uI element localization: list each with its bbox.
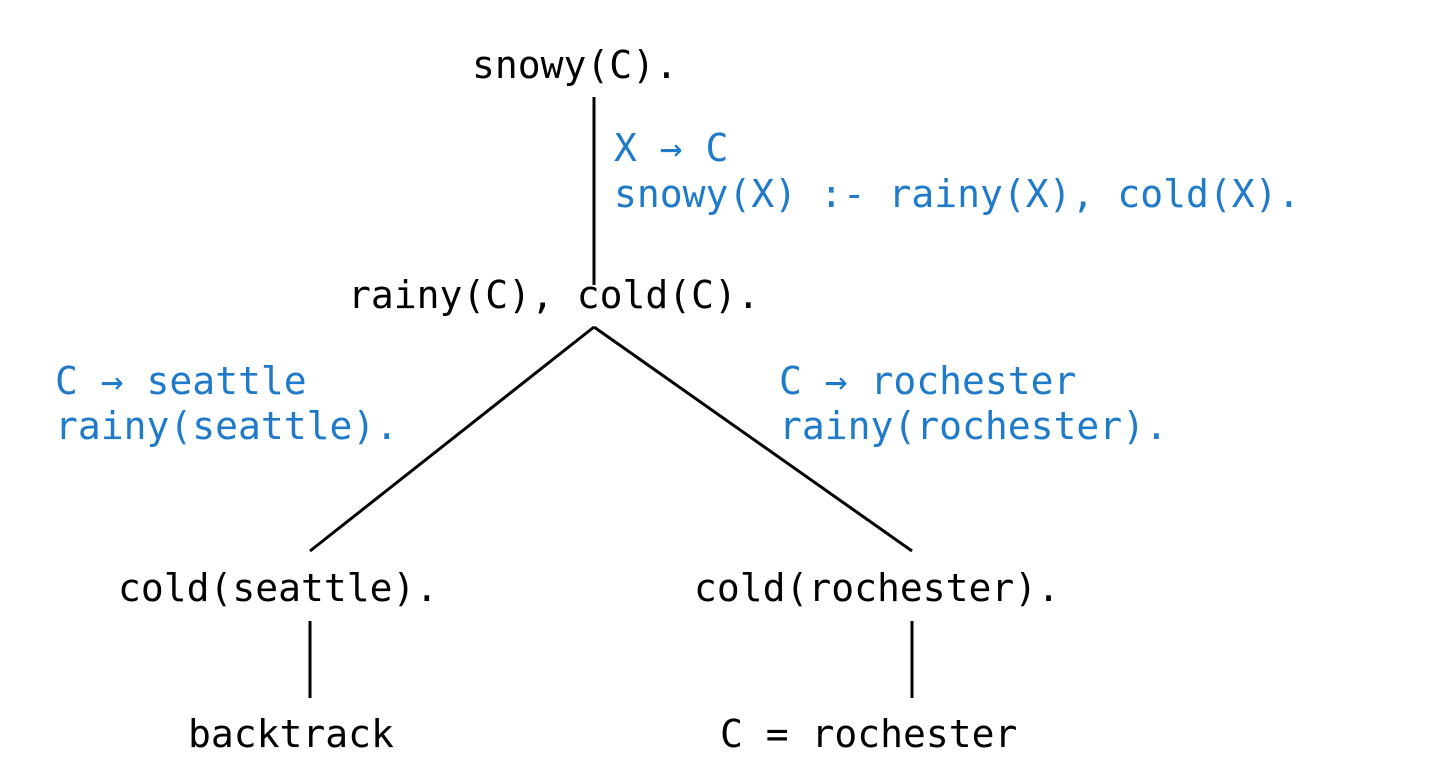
result-answer: C = rochester	[720, 712, 1017, 756]
result-backtrack: backtrack	[188, 712, 394, 756]
rule-right-clause: rainy(rochester).	[779, 404, 1168, 448]
node-root: snowy(C).	[472, 43, 678, 87]
rule-root-binding: X → C	[614, 126, 728, 170]
rule-left-clause: rainy(seattle).	[55, 404, 398, 448]
rule-right-binding: C → rochester	[779, 359, 1076, 403]
rule-left-binding: C → seattle	[55, 359, 307, 403]
node-left: cold(seattle).	[118, 566, 438, 610]
edge-middle-to-left	[309, 325, 595, 553]
node-middle: rainy(C), cold(C).	[348, 273, 760, 317]
node-right: cold(rochester).	[694, 566, 1060, 610]
edge-middle-to-right	[593, 325, 913, 553]
rule-root-clause: snowy(X) :- rainy(X), cold(X).	[614, 172, 1300, 216]
